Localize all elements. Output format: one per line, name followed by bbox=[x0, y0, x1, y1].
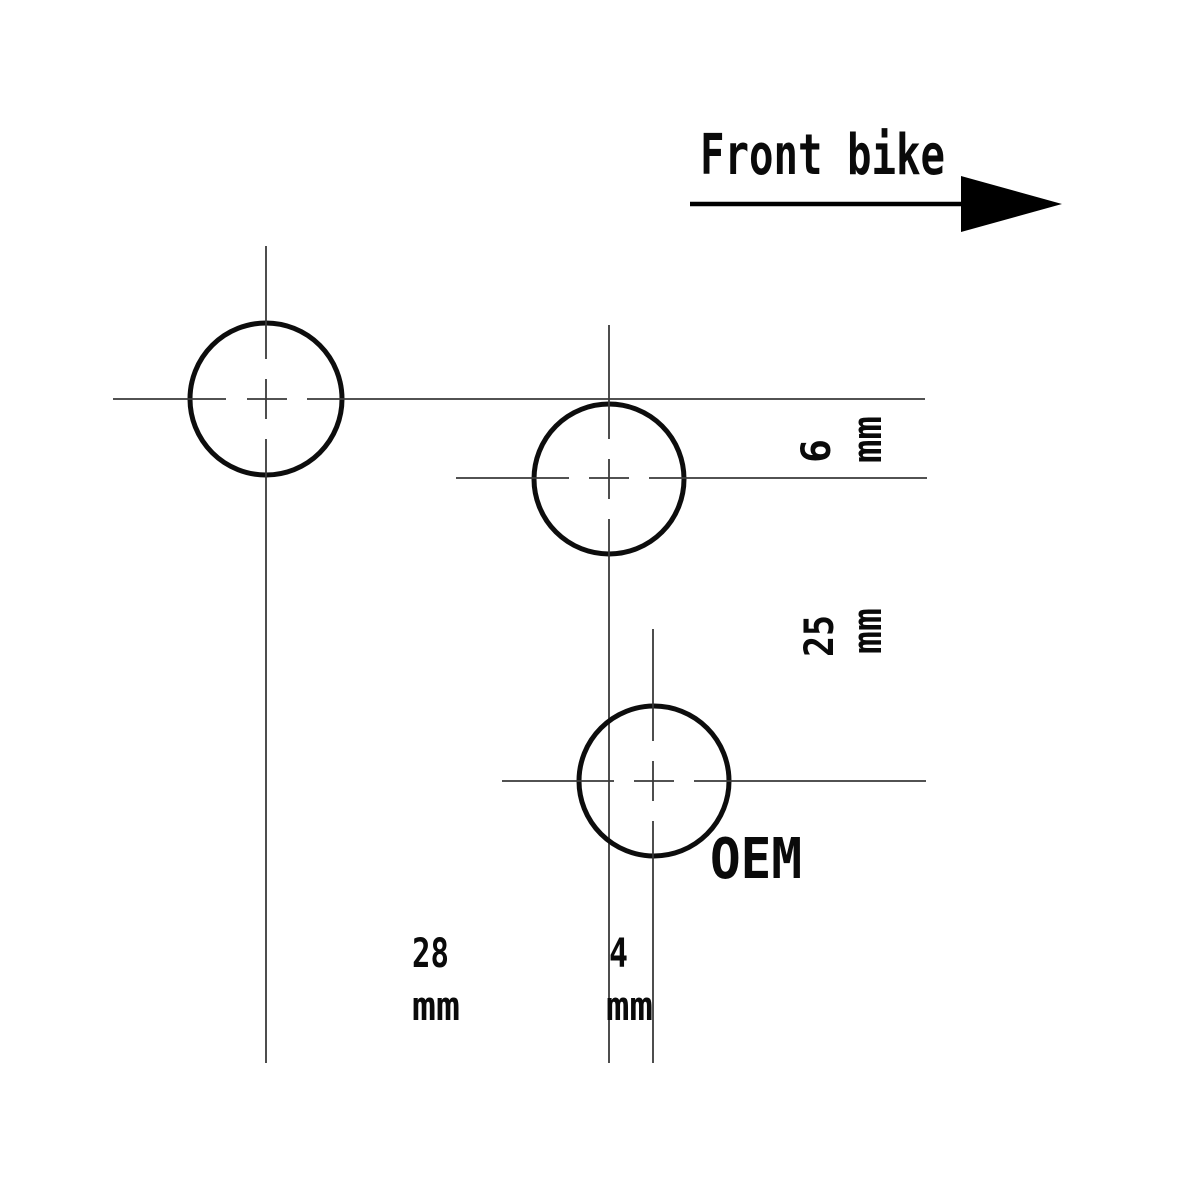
hole-3-oem bbox=[502, 629, 926, 1063]
dim-4-unit-label: mm bbox=[606, 984, 653, 1030]
direction-indicator: Front bike bbox=[690, 123, 1062, 232]
dim-28-value-label: 28 bbox=[412, 931, 449, 977]
dim-25-value-label: 25 bbox=[797, 615, 843, 657]
dim-25-unit-label: mm bbox=[845, 608, 891, 654]
dim-6-unit-label: mm bbox=[845, 416, 891, 463]
dim-28-unit-label: mm bbox=[412, 984, 460, 1030]
dim-6-value-label: 6 bbox=[794, 439, 840, 463]
hole-2 bbox=[456, 325, 927, 1063]
dimension-25mm: 25 mm bbox=[797, 608, 891, 657]
dimension-6mm: 6 mm bbox=[794, 416, 891, 463]
dimension-4mm: 4 mm bbox=[606, 931, 653, 1030]
direction-arrow-head-icon bbox=[961, 176, 1062, 232]
hole-1 bbox=[113, 246, 925, 1063]
dimension-28mm: 28 mm bbox=[412, 931, 460, 1030]
dim-4-value-label: 4 bbox=[609, 931, 628, 977]
front-bike-label: Front bike bbox=[700, 123, 945, 188]
oem-label: OEM bbox=[710, 827, 802, 892]
